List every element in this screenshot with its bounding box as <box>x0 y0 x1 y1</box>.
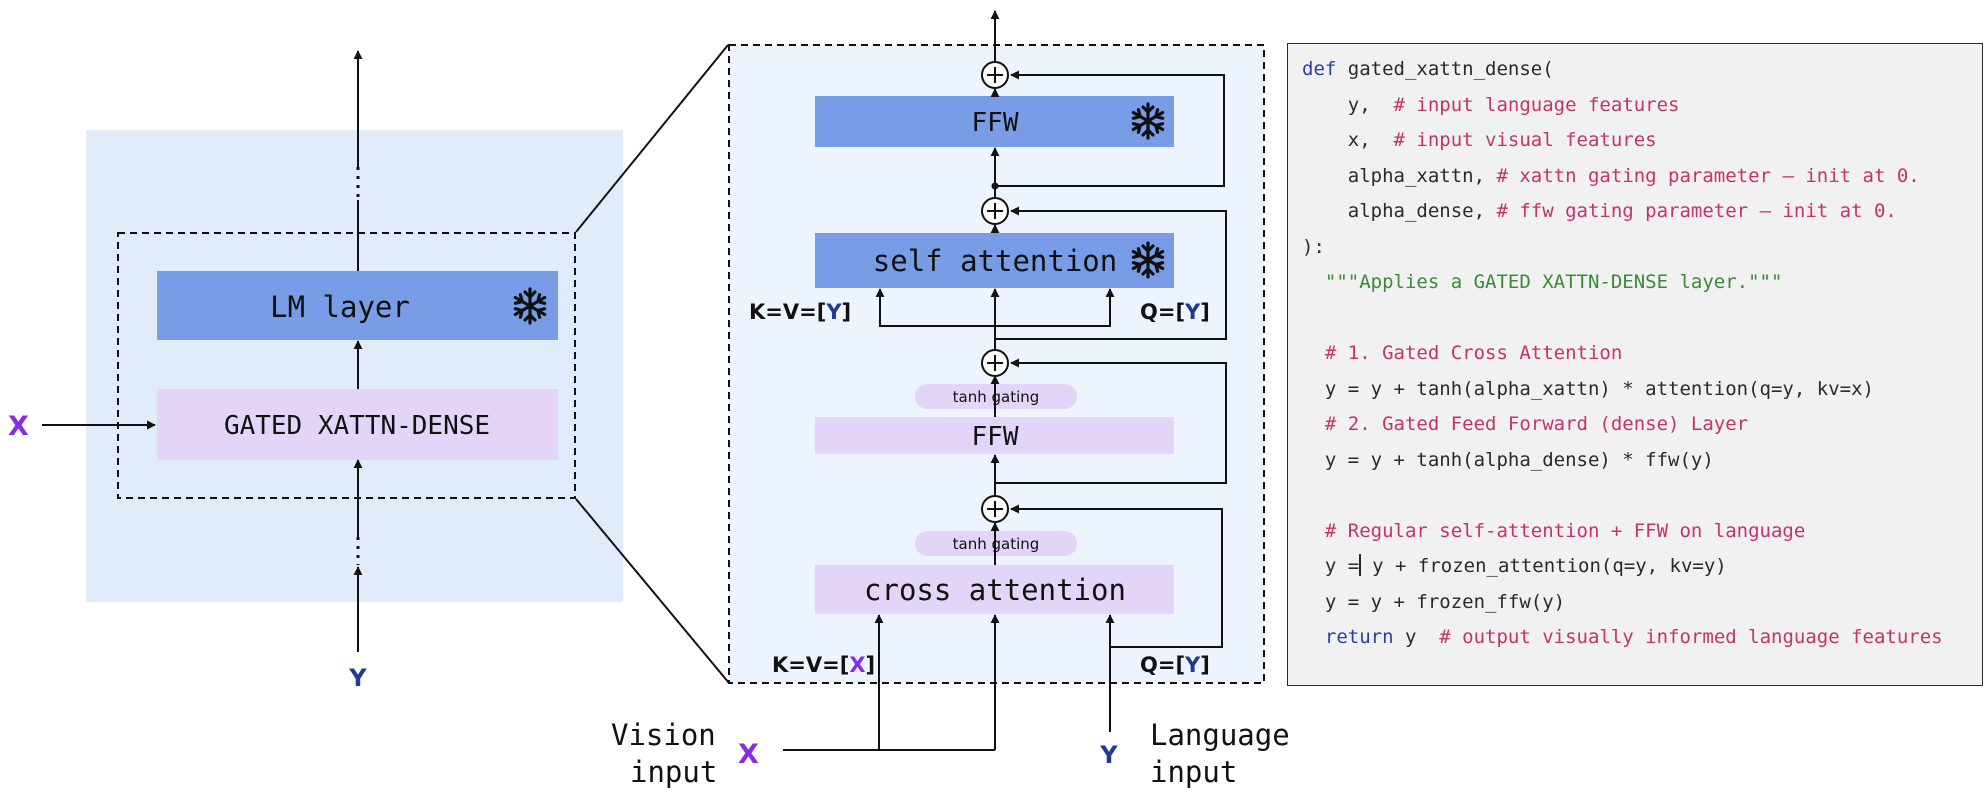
q-y2-label: Q=[Y] <box>1140 653 1210 677</box>
code-line-12: # Regular self-attention + FFW on langua… <box>1302 520 1806 542</box>
self-attn-kv-branch <box>875 288 995 327</box>
language-y-label: Y <box>1099 741 1118 769</box>
code-panel: def gated_xattn_dense( y, # input langua… <box>1287 43 1983 686</box>
plus-circle-icon <box>981 197 1009 225</box>
code-line-4: alpha_xattn, # xattn gating parameter – … <box>1302 165 1920 187</box>
ffw-frozen-block <box>815 96 1174 147</box>
y-input-label: Y <box>348 664 367 692</box>
cross-attention-block <box>815 565 1174 614</box>
plus-circle-icon <box>981 495 1009 523</box>
residual-cross <box>1010 504 1223 648</box>
gated-layer-dashed-frame <box>117 232 576 499</box>
code-line-3: x, # input visual features <box>1302 129 1657 151</box>
kv-y-label: K=V=[Y] <box>749 300 851 324</box>
x-input-label: X <box>8 411 29 442</box>
vision-input-line2: input <box>630 755 717 789</box>
ffw-gated-block <box>815 417 1174 454</box>
gated-xattn-dense-label: GATED XATTN-DENSE <box>224 411 490 441</box>
code-line-10: # 2. Gated Feed Forward (dense) Layer <box>1302 413 1749 435</box>
q-y-label: Q=[Y] <box>1140 300 1210 324</box>
lm-layer-block <box>157 271 558 340</box>
self-attention-block <box>815 233 1174 288</box>
ffw-frozen-label: FFW <box>972 108 1019 138</box>
code-line-9: y = y + tanh(alpha_xattn) * attention(q=… <box>1302 378 1874 400</box>
zoom-line-top <box>575 44 729 233</box>
lm-stack-panel <box>86 130 623 602</box>
cross-attention-label: cross attention <box>864 573 1126 607</box>
code-line-14: y = y + frozen_ffw(y) <box>1302 591 1566 613</box>
self-attn-q-branch <box>995 288 1115 327</box>
text-cursor <box>1359 554 1361 576</box>
code-line-13: y = y + frozen_attention(q=y, kv=y) <box>1302 554 1727 577</box>
vision-input-line1: Vision <box>611 718 716 752</box>
language-input-line2: input <box>1150 755 1237 789</box>
gated-xattn-dense-block <box>157 389 558 460</box>
code-line-8: # 1. Gated Cross Attention <box>1302 342 1623 364</box>
code-line-2: y, # input language features <box>1302 94 1680 116</box>
plus-circle-icon <box>981 349 1009 377</box>
language-input-line1: Language <box>1150 718 1290 752</box>
ffw-gated-label: FFW <box>972 422 1019 452</box>
residual-selfattn <box>995 206 1227 340</box>
code-line-15: return y # output visually informed lang… <box>1302 626 1943 648</box>
kv-x-label: K=V=[X] <box>772 653 875 677</box>
code-line-11: y = y + tanh(alpha_dense) * ffw(y) <box>1302 449 1714 471</box>
plus-circle-icon <box>981 61 1009 89</box>
code-line-7: """Applies a GATED XATTN-DENSE layer.""" <box>1302 271 1783 293</box>
residual-ffw <box>995 358 1227 484</box>
code-line-6: ): <box>1302 236 1325 258</box>
vision-x-label: X <box>738 739 759 770</box>
residual-ffw-top <box>995 70 1225 187</box>
lm-layer-label: LM layer <box>270 290 410 324</box>
zoom-line-bottom <box>575 498 730 684</box>
code-line-5: alpha_dense, # ffw gating parameter – in… <box>1302 200 1897 222</box>
code-line-1: def gated_xattn_dense( <box>1302 58 1554 80</box>
self-attention-label: self attention <box>873 244 1117 278</box>
